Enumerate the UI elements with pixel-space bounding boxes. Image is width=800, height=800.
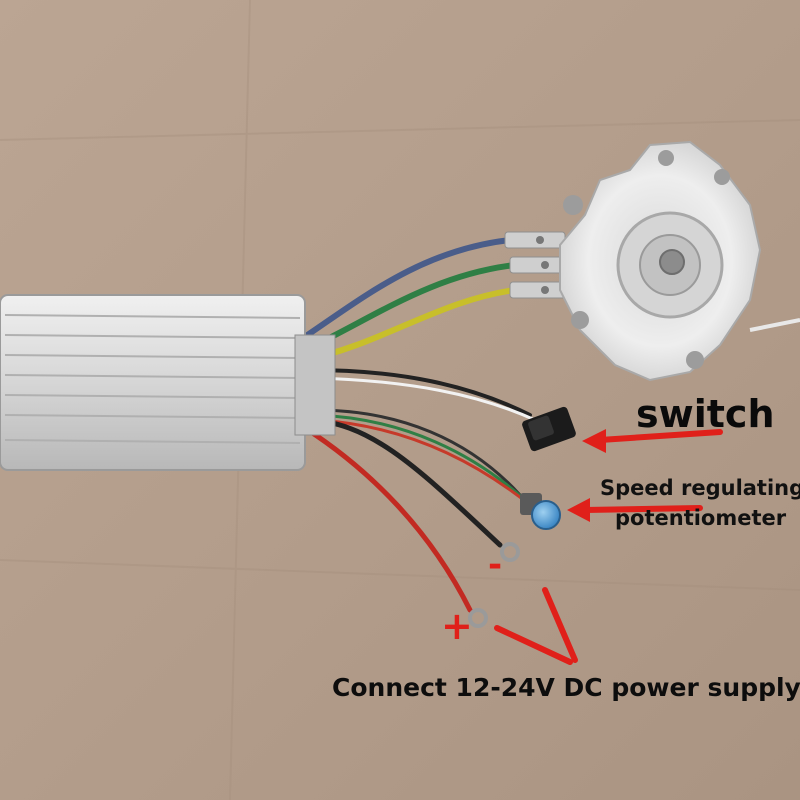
signal-wires [308,368,537,507]
plus-sign: + [441,604,473,648]
switch-label: switch [636,392,775,436]
power-supply-label: Connect 12-24V DC power supply [332,673,800,702]
ring-terminals [468,542,520,628]
annotation-arrows [494,429,723,665]
potentiometer [520,493,561,530]
motor [559,140,800,382]
speed-regulating-label: Speed regulating [600,476,800,500]
minus-sign: - [488,545,503,585]
rocker-switch [522,406,576,452]
potentiometer-label: potentiometer [615,506,787,530]
controller-box [0,294,336,471]
